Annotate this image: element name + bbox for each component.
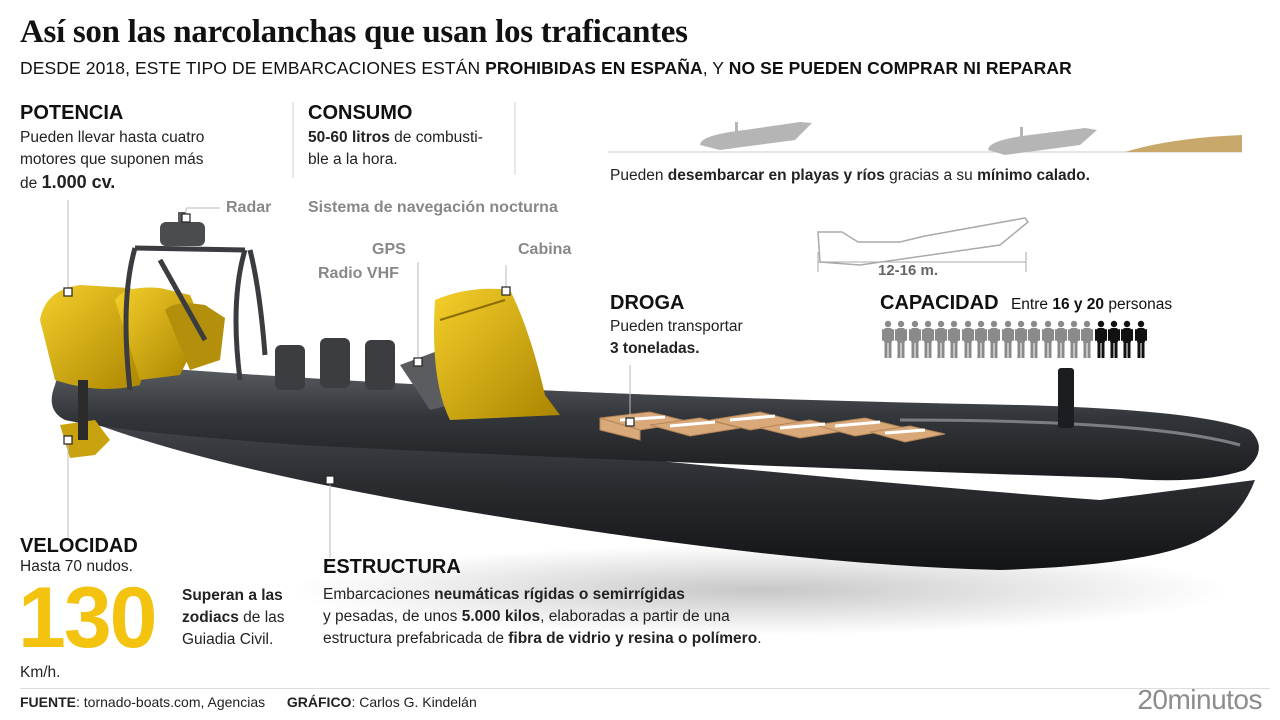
tube-highlight bbox=[899, 418, 1241, 447]
person-icon bbox=[1134, 320, 1147, 358]
bow-post bbox=[1058, 368, 1074, 428]
seats bbox=[275, 338, 395, 390]
label-cabina: Cabina bbox=[518, 241, 572, 258]
label-night-navigation: Sistema de navegación nocturna bbox=[308, 199, 558, 216]
callout-lines bbox=[67, 200, 631, 558]
engine-3 bbox=[165, 303, 225, 370]
label-radio-vhf: Radio VHF bbox=[318, 265, 399, 282]
person-icon bbox=[948, 320, 961, 358]
drug-packages bbox=[599, 411, 946, 443]
person-icon bbox=[882, 320, 894, 358]
capacidad-header: CAPACIDAD Entre 16 y 20 personas bbox=[880, 292, 1173, 314]
beach-boat-2 bbox=[988, 128, 1097, 155]
person-icon bbox=[1081, 320, 1094, 358]
subtitle: DESDE 2018, ESTE TIPO DE EMBARCACIONES E… bbox=[20, 58, 1072, 78]
t-top-frame bbox=[123, 245, 268, 391]
person-icon bbox=[1108, 320, 1121, 358]
length-label: 12-16 m. bbox=[878, 262, 939, 279]
speed-big-number: 130 bbox=[18, 570, 157, 666]
droga-heading: DROGA bbox=[610, 292, 685, 314]
person-icon bbox=[1068, 320, 1081, 358]
label-gps: GPS bbox=[372, 241, 406, 258]
person-icon bbox=[1041, 320, 1054, 358]
footer-divider bbox=[20, 688, 1270, 689]
person-icon bbox=[908, 320, 921, 358]
brand-logo: 20minutos bbox=[1137, 684, 1262, 715]
person-icon bbox=[1094, 320, 1107, 358]
droga-text: Pueden transportar 3 toneladas. bbox=[610, 318, 743, 357]
beach-boat-1 bbox=[700, 122, 812, 150]
page-title: Así son las narcolanchas que usan los tr… bbox=[20, 14, 688, 50]
label-radar: Radar bbox=[226, 199, 272, 216]
potencia-text: Pueden llevar hasta cuatro motores que s… bbox=[20, 129, 205, 192]
boat-outline bbox=[817, 217, 1030, 266]
velocidad-heading: VELOCIDAD bbox=[20, 535, 138, 557]
radar-dome bbox=[160, 222, 205, 246]
potencia-heading: POTENCIA bbox=[20, 102, 124, 124]
desembarcar-text: Pueden desembarcar en playas y ríos grac… bbox=[610, 167, 1090, 184]
person-icon bbox=[1001, 320, 1014, 358]
estructura-text: Embarcaciones neumáticas rígidas o semir… bbox=[323, 586, 762, 647]
person-icon bbox=[895, 320, 908, 358]
person-icon bbox=[1054, 320, 1067, 358]
zodiacs-text: Superan a las zodiacs de las Guiadia Civ… bbox=[182, 587, 285, 648]
consumo-heading: CONSUMO bbox=[308, 102, 413, 124]
callout-markers bbox=[63, 213, 635, 485]
person-icon bbox=[988, 320, 1001, 358]
cabin bbox=[434, 288, 560, 420]
capacity-people-icons bbox=[882, 320, 1148, 363]
person-icon bbox=[1028, 320, 1041, 358]
person-icon bbox=[961, 320, 974, 358]
person-icon bbox=[1121, 320, 1134, 358]
person-icon bbox=[935, 320, 948, 358]
person-icon bbox=[1014, 320, 1027, 358]
capacidad-heading: CAPACIDAD bbox=[880, 292, 999, 314]
speed-unit: Km/h. bbox=[20, 664, 61, 681]
estructura-heading: ESTRUCTURA bbox=[323, 556, 461, 578]
person-icon bbox=[975, 320, 988, 358]
beach-sand bbox=[1125, 135, 1242, 152]
person-icon bbox=[921, 320, 934, 358]
consumo-text: 50-60 litros de combusti- ble a la hora. bbox=[308, 129, 483, 168]
velocidad-line: Hasta 70 nudos. bbox=[20, 558, 133, 575]
footer-credits: FUENTE: tornado-boats.com, Agencias GRÁF… bbox=[20, 694, 477, 710]
